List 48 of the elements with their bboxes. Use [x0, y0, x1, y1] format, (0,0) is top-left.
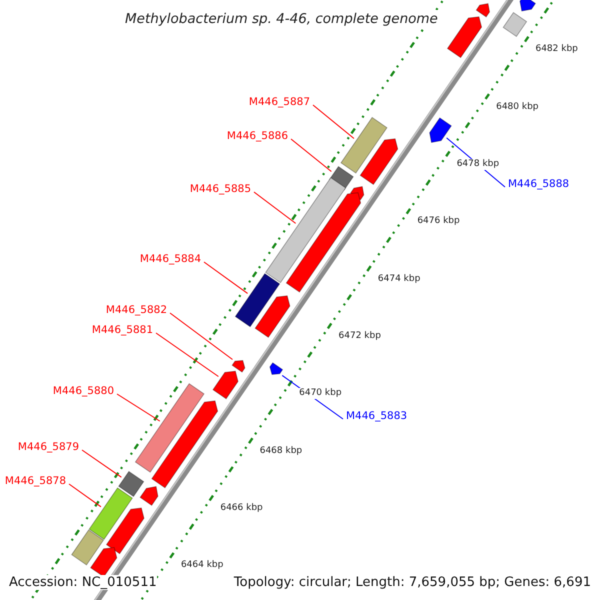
gene-block: [232, 360, 246, 373]
scale-label: 6480 kbp: [496, 102, 538, 113]
accession-text: Accession: NC_010511: [9, 575, 157, 590]
scale-label: 6466 kbp: [220, 502, 263, 514]
scale-label: 6476 kbp: [417, 216, 460, 228]
gene-block: [151, 400, 218, 488]
leader-line: [312, 104, 354, 139]
gene-block: [360, 138, 398, 186]
leader-line: [170, 312, 233, 360]
gene-label: M446_5886: [226, 130, 288, 143]
gene-label: M446_5883: [346, 410, 408, 423]
gene-block: [254, 295, 290, 338]
leader-line: [204, 262, 248, 294]
gene-block: [90, 547, 118, 578]
gene-block: [106, 508, 144, 554]
gene-label: M446_5881: [92, 324, 153, 337]
leader-line: [116, 394, 160, 422]
gene-block: [212, 370, 238, 400]
gene-block: [140, 486, 158, 506]
map-title: Methylobacterium sp. 4-46, complete genome: [125, 10, 438, 28]
scale-label: 6468 kbp: [260, 446, 302, 457]
gene-label: M446_5878: [4, 475, 66, 488]
gene-block: [476, 3, 490, 18]
gene-label: M446_5885: [190, 183, 251, 196]
scale-label: 6482 kbp: [535, 44, 578, 56]
scale-label: 6478 kbp: [456, 158, 500, 170]
leader-line: [156, 332, 219, 377]
genome-info-text: Topology: circular; Length: 7,659,055 bp; Genes: 6,691: [234, 575, 591, 590]
gene-block: [429, 117, 452, 143]
gene-label: M446_5882: [106, 304, 167, 317]
gene-label: M446_5880: [52, 385, 114, 398]
gene-label: M446_5887: [248, 96, 310, 109]
gene-block: [269, 362, 284, 375]
gene-block: [520, 0, 536, 12]
scale-label: 6474 kbp: [378, 274, 420, 285]
scale-label: 6464 kbp: [180, 560, 224, 572]
leader-line: [82, 450, 122, 478]
leader-line: [68, 484, 102, 508]
scale-label: 6472 kbp: [338, 330, 381, 342]
gene-block: [118, 470, 144, 498]
leader-line: [290, 138, 332, 172]
gene-label: M446_5888: [508, 178, 570, 191]
gene-label: M446_5884: [140, 253, 201, 266]
gene-block: [446, 16, 482, 58]
scale-label: 6470 kbp: [299, 388, 342, 400]
gene-block: [286, 192, 362, 293]
leader-line: [254, 192, 296, 224]
gene-label: M446_5879: [18, 441, 79, 454]
